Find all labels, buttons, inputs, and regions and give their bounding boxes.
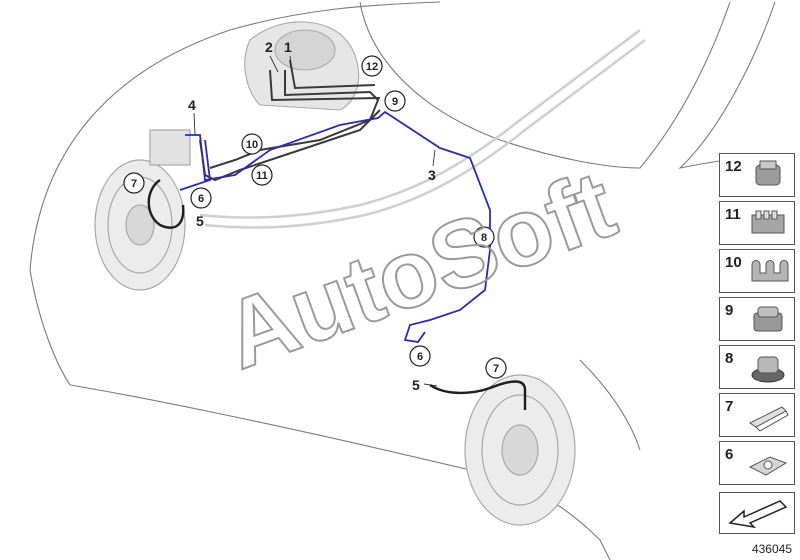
part-tile-8[interactable]: 8 bbox=[719, 345, 795, 389]
part-number: 10 bbox=[725, 254, 742, 271]
circled-callout-9: 9 bbox=[384, 90, 406, 112]
part-number: 12 bbox=[725, 158, 742, 175]
part-number: 9 bbox=[725, 302, 734, 319]
bracket-6-icon bbox=[748, 456, 788, 476]
circled-callout-6-front: 6 bbox=[190, 187, 212, 209]
svg-text:12: 12 bbox=[366, 61, 378, 73]
callout-4: 4 bbox=[188, 97, 196, 113]
callout-2: 2 bbox=[265, 39, 273, 55]
svg-text:6: 6 bbox=[417, 351, 423, 363]
navigation-button[interactable] bbox=[719, 492, 795, 534]
svg-text:7: 7 bbox=[131, 178, 137, 190]
circled-callout-8: 8 bbox=[473, 226, 495, 248]
clip-10-icon bbox=[751, 260, 789, 282]
arrow-left-icon bbox=[728, 500, 788, 529]
svg-text:9: 9 bbox=[392, 96, 398, 108]
leader-lines bbox=[193, 55, 438, 387]
svg-text:6: 6 bbox=[198, 193, 204, 205]
svg-text:10: 10 bbox=[246, 139, 258, 151]
diagram-id: 436045 bbox=[751, 542, 792, 556]
callout-1: 1 bbox=[284, 39, 292, 55]
part-number: 7 bbox=[725, 398, 734, 415]
part-tile-11[interactable]: 11 bbox=[719, 201, 795, 245]
circled-callout-7-front: 7 bbox=[123, 172, 145, 194]
circled-callout-10: 10 bbox=[241, 133, 263, 155]
svg-text:8: 8 bbox=[481, 232, 487, 244]
front-brake-disc-left bbox=[94, 129, 191, 291]
callout-3: 3 bbox=[428, 167, 436, 183]
part-tile-10[interactable]: 10 bbox=[719, 249, 795, 293]
master-cylinder-area bbox=[244, 21, 360, 111]
callout-labels: 2 1 4 5 3 5 bbox=[188, 39, 436, 393]
part-tile-6[interactable]: 6 bbox=[719, 441, 795, 485]
brake-line-blue bbox=[179, 110, 491, 343]
circled-callouts: 12 9 10 11 7 6 8 6 bbox=[123, 55, 507, 379]
callout-5-rear: 5 bbox=[412, 377, 420, 393]
clip-11-icon bbox=[751, 210, 785, 234]
part-tile-7[interactable]: 7 bbox=[719, 393, 795, 437]
part-number: 8 bbox=[725, 350, 734, 367]
clip-9-icon bbox=[753, 306, 783, 332]
part-tile-12[interactable]: 12 bbox=[719, 153, 795, 197]
circled-callout-12: 12 bbox=[361, 55, 383, 77]
brake-hoses bbox=[147, 179, 527, 410]
circled-callout-11: 11 bbox=[251, 164, 273, 186]
circled-callout-7-rear: 7 bbox=[485, 357, 507, 379]
spring-clip-7-icon bbox=[749, 406, 789, 432]
circled-callout-6-rear: 6 bbox=[409, 345, 431, 367]
part-number: 11 bbox=[725, 206, 741, 223]
rear-brake-disc bbox=[464, 374, 576, 526]
part-tile-9[interactable]: 9 bbox=[719, 297, 795, 341]
part-number: 6 bbox=[725, 446, 734, 463]
clip-12-icon bbox=[755, 160, 781, 186]
car-body-outline bbox=[29, 1, 776, 560]
background-pipes bbox=[199, 28, 646, 229]
svg-text:7: 7 bbox=[493, 363, 499, 375]
callout-5-front: 5 bbox=[196, 213, 204, 229]
svg-text:11: 11 bbox=[256, 170, 268, 182]
grommet-8-icon bbox=[751, 356, 785, 383]
